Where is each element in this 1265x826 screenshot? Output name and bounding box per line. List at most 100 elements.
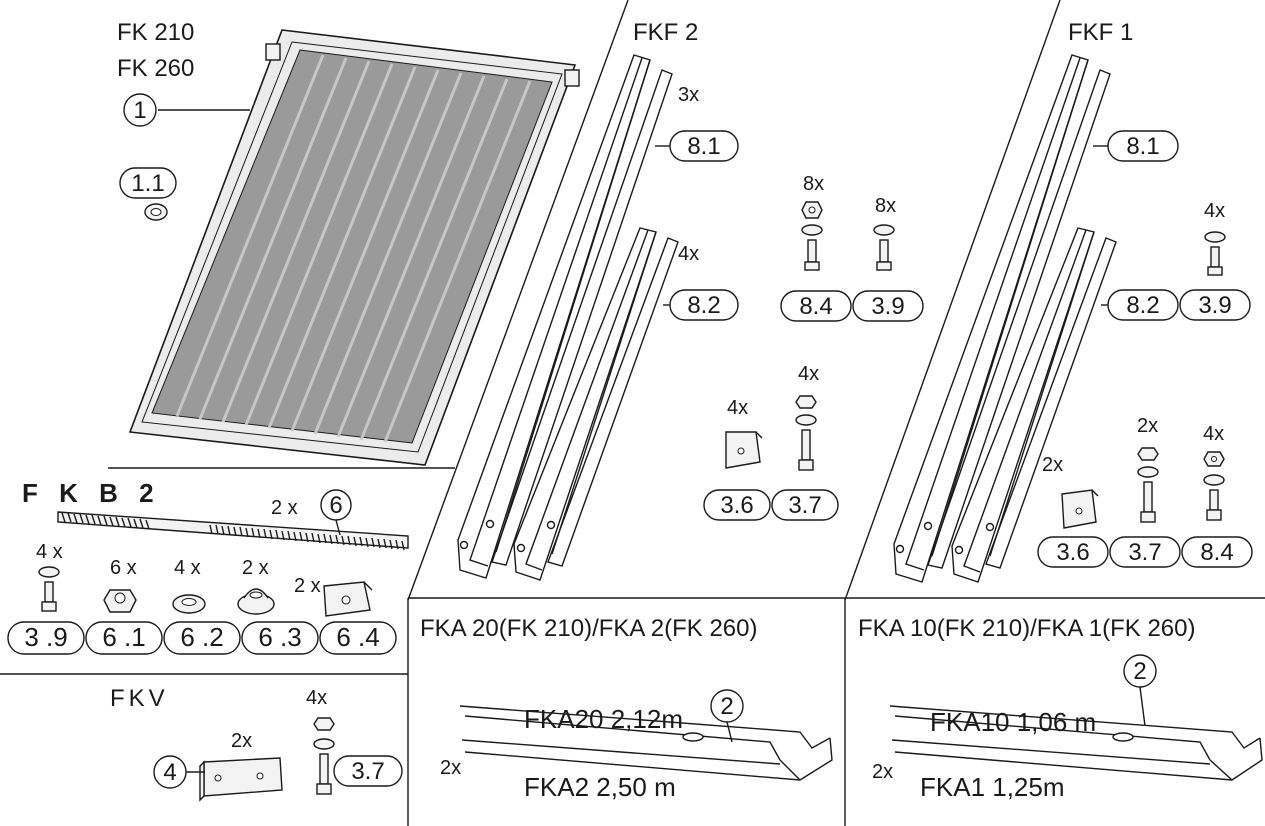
- svg-text:3 .9: 3 .9: [24, 622, 67, 652]
- profile-rail-fka-left: [459, 705, 833, 781]
- qty-rod-fkb2: 2 x: [271, 497, 298, 519]
- svg-text:3.7: 3.7: [788, 492, 821, 519]
- connector-plate-icon: [199, 757, 283, 802]
- rails-fkf1: [893, 54, 1117, 583]
- svg-text:1.1: 1.1: [131, 170, 164, 197]
- model-label-fk260: FK 260: [117, 55, 194, 82]
- callout-bolt-washer-fkf2: 3.9: [852, 290, 924, 322]
- callout-bolt-nut-fkf1: 8.4: [1181, 536, 1253, 568]
- cap-icon-fkb2: [237, 588, 275, 615]
- callout-rail-long-fkf1: 8.1: [1107, 130, 1179, 162]
- qty-bolt-long-fkf1: 2x: [1137, 415, 1158, 437]
- svg-text:6 .2: 6 .2: [180, 622, 223, 652]
- qty-bolt-long-fkf2: 4x: [798, 363, 819, 385]
- qty-bolt-nut-fkf1: 4x: [1203, 423, 1224, 445]
- callout-fka-right: 2: [1123, 654, 1157, 727]
- fka-left-label-top: FKA20 2,12m: [524, 704, 683, 734]
- fka-left-label-bottom: FKA2 2,50 m: [524, 772, 676, 802]
- bolt-washer-icon-fkf1: [1204, 231, 1226, 276]
- bolt-icon-fkv: [313, 717, 335, 795]
- nut-icon-fkb2: [103, 589, 137, 613]
- section-title-fka-right: FKA 10(FK 210)/FKA 1(FK 260): [858, 615, 1195, 642]
- washer-icon-fkb2: [172, 594, 206, 614]
- callout-bolt-long-fkf1: 3.7: [1109, 536, 1181, 568]
- svg-text:8.2: 8.2: [1126, 292, 1159, 319]
- svg-text:6 .1: 6 .1: [102, 622, 145, 652]
- callout-bolt-washer-fkf1: 3.9: [1179, 289, 1251, 321]
- fka-right-label-bottom: FKA1 1,25m: [920, 772, 1065, 802]
- qty-bolt-washer-fkf2: 8x: [875, 195, 896, 217]
- callout-collector: 1: [123, 93, 157, 127]
- callout-fka-left: 2: [710, 689, 744, 743]
- section-title-fkf2: FKF 2: [633, 19, 698, 46]
- svg-text:6: 6: [329, 492, 342, 519]
- svg-text:8.1: 8.1: [687, 133, 720, 160]
- bolt-washer-icon: [873, 224, 895, 271]
- callout-cap-fkb2: 6 .3: [241, 621, 319, 655]
- qty-cap-fkb2: 2 x: [242, 557, 269, 579]
- section-title-fkf1: FKF 1: [1068, 19, 1133, 46]
- clamp-block-icon-fkf1: [1061, 489, 1099, 529]
- qty-nut-fkb2: 6 x: [110, 557, 137, 579]
- svg-text:8.2: 8.2: [687, 292, 720, 319]
- block-icon-fkb2: [323, 581, 373, 617]
- callout-clamp-fkf2: 3.6: [703, 489, 771, 521]
- svg-text:3.6: 3.6: [720, 492, 753, 519]
- bolt-nut-icon-fkf1: [1203, 451, 1225, 521]
- qty-plate-fkv: 2x: [231, 730, 252, 752]
- callout-rail-short-fkf1: 8.2: [1107, 289, 1179, 321]
- callout-plate-fkv: 4: [153, 755, 205, 789]
- qty-clamp-fkf1: 2x: [1042, 454, 1063, 476]
- callout-seal: 1.1: [119, 167, 177, 199]
- svg-text:8.1: 8.1: [1126, 133, 1159, 160]
- qty-washer-fkb2: 4 x: [174, 557, 201, 579]
- bolt-long-icon: [795, 395, 817, 471]
- qty-bolt-fkb2: 4 x: [36, 541, 63, 563]
- qty-rail-long-fkf2: 3x: [678, 84, 699, 106]
- qty-bolt-fkv: 4x: [306, 687, 327, 709]
- section-title-fka-left: FKA 20(FK 210)/FKA 2(FK 260): [420, 615, 757, 642]
- svg-text:3.7: 3.7: [1128, 539, 1161, 566]
- svg-text:8.4: 8.4: [799, 293, 832, 320]
- callout-washer-fkb2: 6 .2: [163, 621, 241, 655]
- callout-rod-fkb2: 6: [320, 489, 352, 521]
- section-title-fkv: FKV: [110, 685, 169, 712]
- svg-text:6 .4: 6 .4: [336, 622, 379, 652]
- callout-bolt-nut-fkf2: 8.4: [780, 290, 852, 322]
- collector-panel: [128, 29, 580, 466]
- svg-text:3.9: 3.9: [1198, 292, 1231, 319]
- bolt-icon-fkb2: [38, 566, 60, 612]
- callout-clamp-fkf1: 3.6: [1037, 536, 1109, 568]
- qty-rail-short-fkf2: 4x: [678, 243, 699, 265]
- callout-rail-long-fkf2: 8.1: [669, 130, 739, 162]
- svg-text:8.4: 8.4: [1200, 539, 1233, 566]
- fka-left-qty: 2x: [440, 757, 461, 779]
- bolt-nut-icon: [801, 201, 823, 271]
- qty-bolt-washer-fkf1: 4x: [1204, 200, 1225, 222]
- svg-text:3.6: 3.6: [1056, 539, 1089, 566]
- svg-text:6 .3: 6 .3: [258, 622, 301, 652]
- fka-right-qty: 2x: [872, 761, 893, 783]
- svg-text:2: 2: [720, 693, 733, 720]
- section-title-fkb2: F K B 2: [22, 478, 161, 508]
- qty-clamp-fkf2: 4x: [727, 397, 748, 419]
- profile-rail-fka-right: [889, 705, 1263, 781]
- clamp-block-icon: [725, 431, 763, 469]
- svg-text:1: 1: [133, 97, 146, 124]
- rails-fkf2: [457, 54, 679, 581]
- model-label-fk210: FK 210: [117, 19, 194, 46]
- collector-port-left: [265, 43, 281, 61]
- seal-ring-icon: [144, 203, 168, 221]
- bolt-long-icon-fkf1: [1137, 447, 1159, 523]
- qty-block-fkb2: 2 x: [294, 575, 321, 597]
- callout-bolt-fkv: 3.7: [333, 755, 403, 787]
- callout-nut-fkb2: 6 .1: [85, 621, 163, 655]
- threaded-rod-icon: [57, 511, 409, 551]
- callout-block-fkb2: 6 .4: [319, 621, 397, 655]
- svg-text:3.9: 3.9: [871, 293, 904, 320]
- svg-text:4: 4: [163, 759, 176, 786]
- collector-port-right: [564, 69, 580, 87]
- svg-text:3.7: 3.7: [351, 758, 384, 785]
